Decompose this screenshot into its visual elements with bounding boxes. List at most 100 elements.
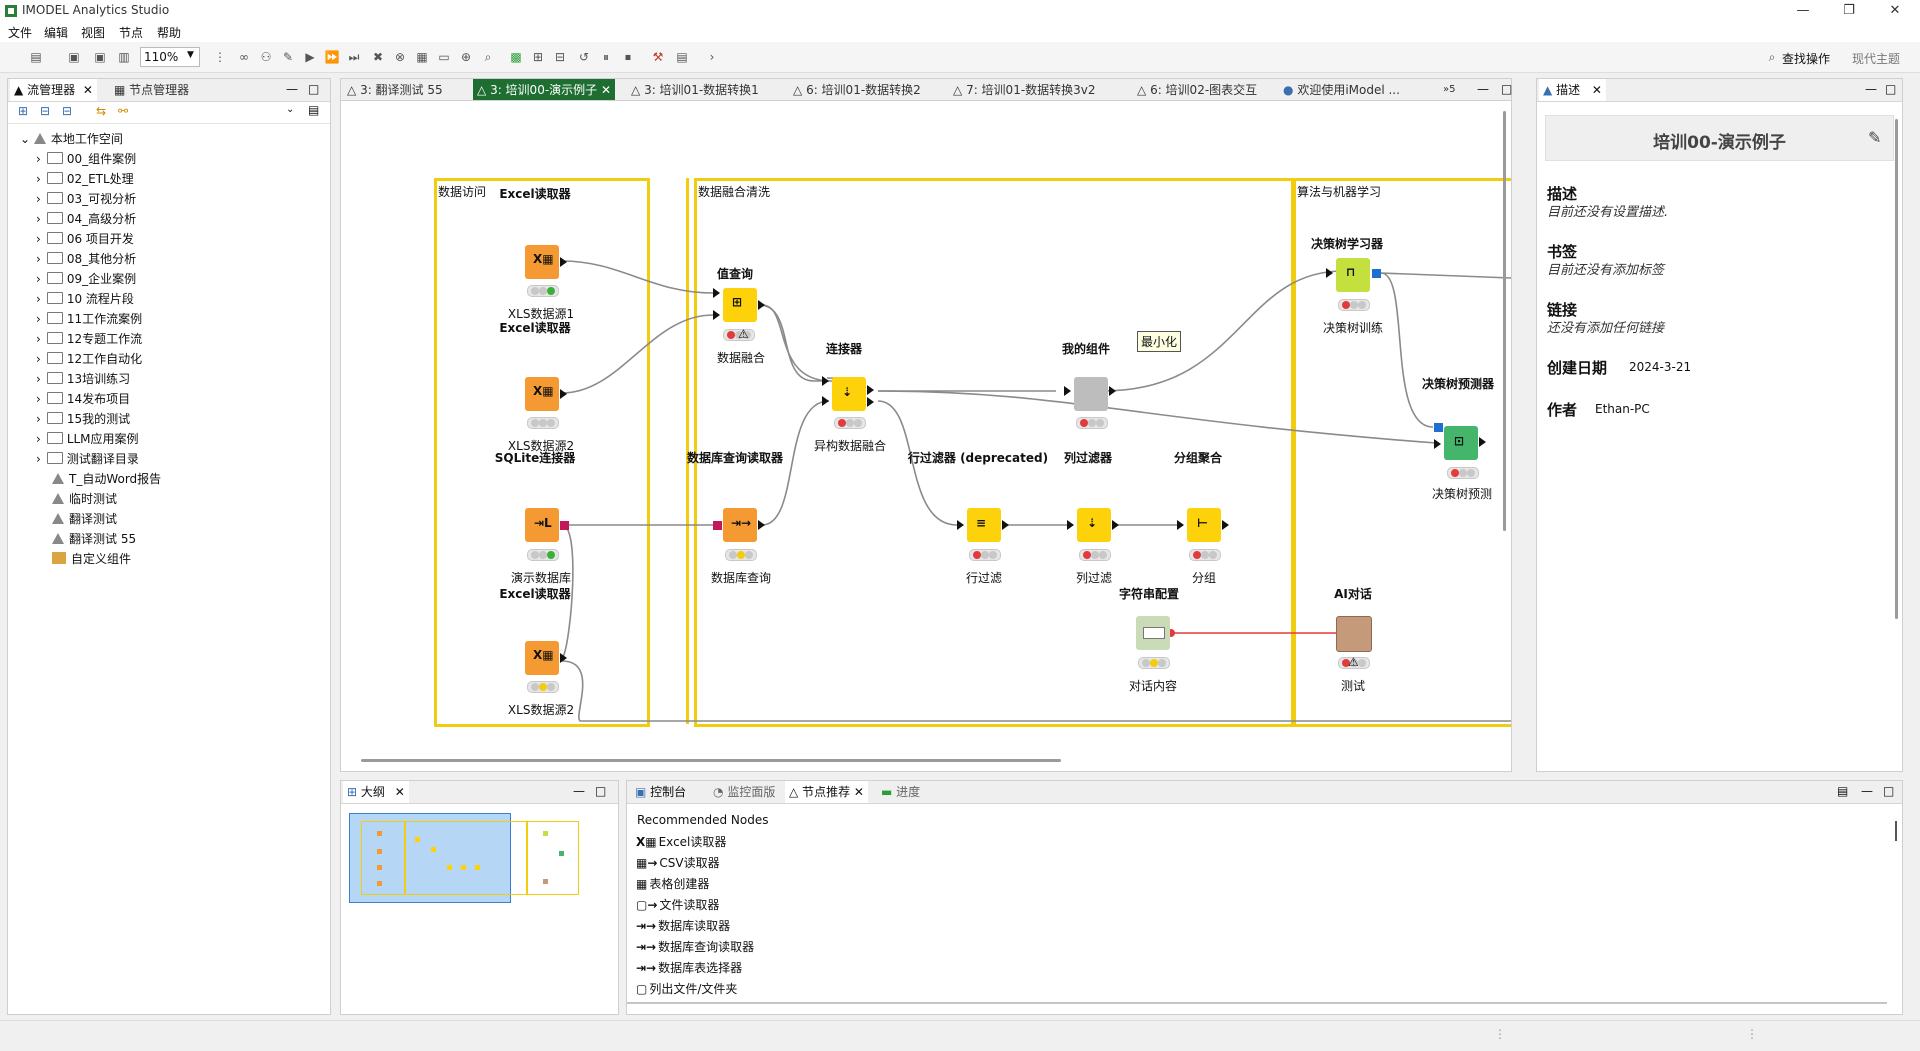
tree-workflow[interactable]: 临时测试 — [52, 489, 117, 509]
view-icon[interactable]: ▤ — [676, 50, 688, 64]
chevron-down-icon[interactable]: ⌄ — [286, 104, 295, 115]
minimize-icon[interactable]: — — [1477, 82, 1489, 96]
tab-description[interactable]: ▲ 描述 ✕ — [1539, 79, 1606, 101]
minimize-window-button[interactable]: — — [1796, 3, 1810, 18]
new-icon[interactable]: ▤ — [30, 50, 42, 64]
tree-folder[interactable]: ›03_可视分析 — [36, 189, 136, 209]
close-icon[interactable]: ✕ — [1591, 83, 1602, 97]
node-label[interactable]: 决策树预测 — [1431, 487, 1493, 501]
editor-tab[interactable]: △ 3: 培训01-数据转换1 — [631, 79, 759, 101]
reset-icon[interactable]: ↺ — [578, 50, 590, 64]
execute-open-icon[interactable]: ⏭ — [348, 50, 360, 64]
minimize-icon[interactable]: — — [286, 82, 298, 96]
node-name-icon[interactable]: ⊟ — [554, 50, 566, 64]
recommended-node-item[interactable]: X▦Excel读取器 — [636, 832, 726, 853]
execute-all-icon[interactable]: ⏩ — [324, 50, 340, 64]
vertical-scrollbar[interactable] — [1895, 119, 1898, 619]
model-input-port[interactable] — [1434, 423, 1443, 432]
tree-folder[interactable]: ›15我的测试 — [36, 409, 130, 429]
component-node[interactable] — [1074, 377, 1108, 411]
node-label[interactable]: 决策树训练 — [1322, 321, 1384, 335]
menu-view[interactable]: 视图 — [81, 26, 106, 40]
expand-arrow-icon[interactable]: › — [36, 272, 41, 286]
find-action-link[interactable]: 查找操作 — [1782, 52, 1831, 66]
node-label[interactable]: 数据库查询 — [710, 571, 772, 585]
output-port[interactable] — [1479, 437, 1486, 447]
tree-folder[interactable]: ›09_企业案例 — [36, 269, 136, 289]
theme-link[interactable]: 现代主题 — [1852, 52, 1901, 66]
minimize-icon[interactable]: — — [573, 784, 585, 798]
horizontal-scrollbar[interactable] — [361, 759, 1061, 762]
menu-edit[interactable]: 编辑 — [44, 26, 69, 40]
tree-folder[interactable]: ›12工作自动化 — [36, 349, 142, 369]
expand-all-icon[interactable]: ⊞ — [18, 104, 29, 118]
value-lookup-node[interactable]: ⊞ — [723, 288, 757, 322]
output-port[interactable] — [1112, 520, 1119, 530]
collapse-icon[interactable]: ⊟ — [62, 104, 73, 118]
input-port[interactable] — [957, 520, 964, 530]
expand-arrow-icon[interactable]: › — [36, 192, 41, 206]
tree-folder[interactable]: ›06 项目开发 — [36, 229, 134, 249]
zoom-in-icon[interactable]: ⊕ — [460, 50, 472, 64]
excel-reader-node[interactable]: X▦ — [525, 245, 559, 279]
tree-workflow[interactable]: T_自动Word报告 — [52, 469, 161, 489]
maximize-icon[interactable]: □ — [1501, 82, 1513, 96]
db-query-reader-node[interactable]: ⇥→ — [723, 508, 757, 542]
tree-folder[interactable]: ›测试翻译目录 — [36, 449, 139, 469]
output-port[interactable] — [560, 389, 567, 399]
tab-workflow-explorer[interactable]: ▲ 流管理器 ✕ — [10, 79, 97, 101]
recommended-node-item[interactable]: ▢→文件读取器 — [636, 895, 719, 916]
more-icon[interactable]: › — [709, 50, 715, 64]
row-filter-node[interactable]: ≡ — [967, 508, 1001, 542]
sqlite-connector-node[interactable]: ⇥L — [525, 508, 559, 542]
configure-icon[interactable]: ✎ — [282, 50, 294, 64]
recommended-node-item[interactable]: ⇥→数据库读取器 — [636, 916, 730, 937]
stop-icon[interactable]: ⏹ — [624, 50, 631, 64]
expand-arrow-icon[interactable]: › — [36, 312, 41, 326]
cancel-icon[interactable]: ✖ — [372, 50, 384, 64]
edit-icon[interactable]: ✎ — [1868, 128, 1882, 147]
execute-icon[interactable]: ▶ — [305, 50, 315, 64]
save-all-icon[interactable]: ▣ — [94, 50, 106, 64]
vertical-scrollbar[interactable] — [1503, 111, 1506, 531]
expand-arrow-icon[interactable]: › — [36, 352, 41, 366]
output-port[interactable] — [560, 653, 567, 663]
output-port[interactable] — [1109, 386, 1116, 396]
align-icon[interactable]: ⋮ — [214, 50, 226, 64]
excel-reader-node[interactable]: X▦ — [525, 377, 559, 411]
minimize-icon[interactable]: — — [1865, 82, 1877, 96]
expand-arrow-icon[interactable]: › — [36, 172, 41, 186]
node-label[interactable]: XLS数据源2 — [507, 703, 575, 717]
recommended-node-item[interactable]: ▦表格创建器 — [636, 874, 709, 895]
menu-file[interactable]: 文件 — [8, 26, 33, 40]
document-icon[interactable]: ▤ — [308, 103, 320, 117]
node-label[interactable]: 演示数据库 — [510, 571, 572, 585]
tree-folder[interactable]: ›13培训练习 — [36, 369, 130, 389]
input-port[interactable] — [822, 376, 829, 386]
tab-progress[interactable]: ▬ 进度 — [877, 781, 924, 803]
output-port[interactable] — [758, 300, 765, 310]
input-port[interactable] — [1177, 520, 1184, 530]
expand-arrow-icon[interactable]: › — [36, 372, 41, 386]
output-port[interactable] — [867, 385, 874, 395]
expand-arrow-icon[interactable]: › — [36, 392, 41, 406]
node-label[interactable]: 列过滤 — [1075, 571, 1113, 585]
ai-chat-node[interactable] — [1336, 616, 1372, 652]
document-icon[interactable]: ▤ — [1837, 784, 1849, 798]
node-label[interactable]: XLS数据源1 — [507, 307, 575, 321]
recommended-node-item[interactable]: ⇥→数据库查询读取器 — [636, 937, 754, 958]
editor-tab[interactable]: △ 3: 翻译测试 55 — [347, 79, 443, 101]
decision-tree-learner-node[interactable]: ⊓ — [1336, 258, 1370, 292]
workflow-canvas[interactable]: 数据访问 数据融合清洗 算法与机器学习 E — [340, 100, 1512, 772]
close-icon[interactable]: ✕ — [600, 83, 612, 97]
save-icon[interactable]: ▣ — [68, 50, 80, 64]
editor-tab[interactable]: △ 6: 培训01-数据转换2 — [793, 79, 921, 101]
tree-folder[interactable]: ›08_其他分析 — [36, 249, 136, 269]
input-port[interactable] — [822, 396, 829, 406]
input-port[interactable] — [1064, 386, 1071, 396]
node-label[interactable]: 数据融合 — [716, 351, 766, 365]
maximize-icon[interactable]: □ — [308, 82, 320, 96]
pause-icon[interactable]: ⏸ — [602, 50, 609, 64]
maximize-window-button[interactable]: ❐ — [1843, 3, 1855, 18]
layout-icon[interactable]: ⚇ — [260, 50, 272, 64]
